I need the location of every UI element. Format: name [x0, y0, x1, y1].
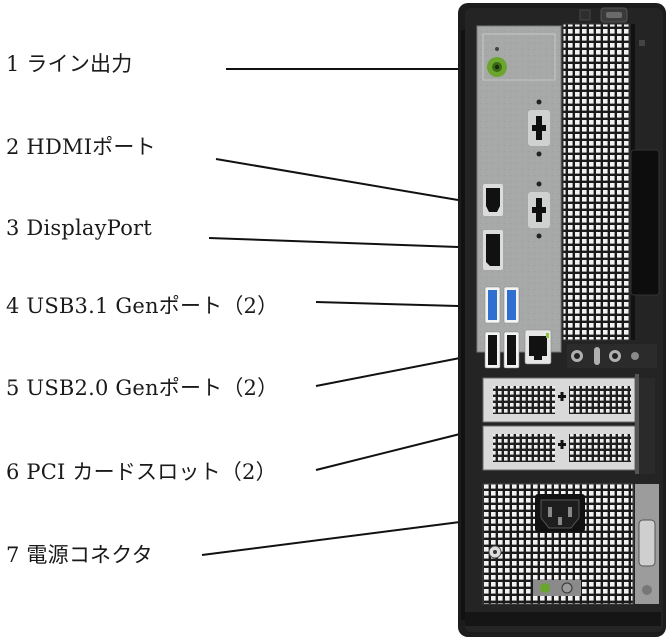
- power-supply: [482, 483, 634, 605]
- callout-label-displayport: 3 DisplayPort: [6, 216, 152, 240]
- side-handle: [630, 149, 660, 296]
- pci-slot-1: [482, 377, 636, 423]
- leader-line-usb20: [315, 357, 461, 387]
- leader-line-power-connector: [201, 521, 461, 556]
- security-slots: [567, 344, 657, 368]
- vent-mesh: [563, 24, 629, 340]
- line-out-port: [487, 47, 507, 77]
- displayport-port: [483, 230, 503, 270]
- leader-line-pci-slots: [315, 433, 461, 471]
- hdmi-port: [483, 184, 503, 216]
- callout-label-power-connector: 7 電源コネクタ: [6, 543, 153, 567]
- ethernet-port: [524, 329, 552, 365]
- callout-label-hdmi: 2 HDMIポート: [6, 135, 156, 159]
- callout-label-usb20: 5 USB2.0 Genポート（2）: [6, 376, 279, 400]
- leader-line-displayport: [208, 237, 459, 248]
- leader-line-usb31: [315, 301, 459, 307]
- power-connector: [535, 494, 585, 532]
- desktop-rear-panel-image: [458, 3, 666, 637]
- usb20-ports: [484, 331, 520, 369]
- leader-line-hdmi: [215, 158, 459, 201]
- callout-label-line-out: 1 ライン出力: [6, 52, 133, 76]
- usb31-ports: [484, 286, 520, 324]
- pci-slot-2: [482, 425, 636, 471]
- callout-label-usb31: 4 USB3.1 Genポート（2）: [6, 294, 279, 318]
- callout-label-pci-slots: 6 PCI カードスロット（2）: [6, 460, 277, 484]
